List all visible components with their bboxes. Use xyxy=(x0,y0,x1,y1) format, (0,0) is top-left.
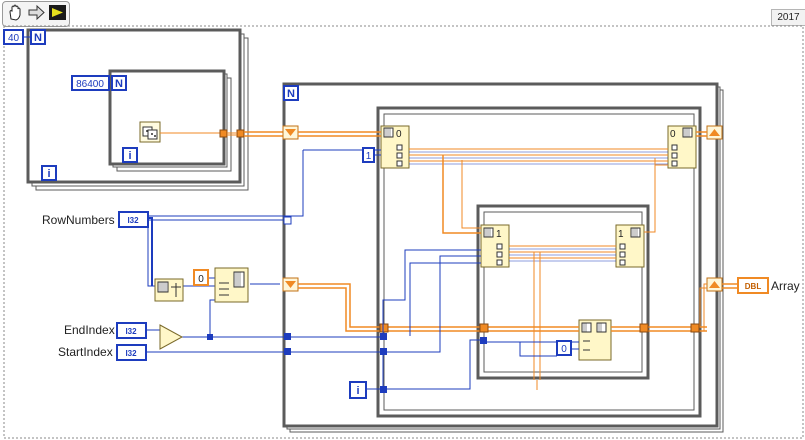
svg-text:I32: I32 xyxy=(127,216,139,225)
svg-text:I32: I32 xyxy=(125,349,137,358)
svg-text:40: 40 xyxy=(8,33,20,44)
svg-text:RowNumbers: RowNumbers xyxy=(42,213,115,227)
initialize-array-node[interactable] xyxy=(154,278,184,302)
shift-register-right-bottom[interactable] xyxy=(706,277,723,292)
wire-junction xyxy=(207,334,213,340)
svg-text:0: 0 xyxy=(396,129,402,140)
outer-loop-count-constant[interactable]: 40 xyxy=(3,29,24,45)
inner-loop-N-terminal: N xyxy=(111,75,127,91)
int-wires xyxy=(146,149,579,390)
int-tunnel xyxy=(380,386,387,393)
int-tunnel xyxy=(283,216,292,225)
int-tunnel xyxy=(380,348,387,355)
const-one[interactable]: 1 xyxy=(362,147,375,163)
inner-loop-i-terminal: i xyxy=(122,147,138,163)
array-build-node[interactable] xyxy=(214,267,249,303)
outer-loop-i-terminal: i xyxy=(41,165,57,181)
inner-loop-count-constant[interactable]: 86400 xyxy=(71,75,110,91)
random-number-icon[interactable] xyxy=(139,121,161,143)
case-tunnel xyxy=(690,323,700,333)
index-array-right-top[interactable]: 0 xyxy=(667,125,697,169)
int-tunnel xyxy=(284,348,291,355)
svg-text:N: N xyxy=(287,88,295,100)
svg-text:i: i xyxy=(128,150,131,162)
case-tunnel xyxy=(479,323,489,333)
index-array-right-inner[interactable]: 1 xyxy=(615,224,645,268)
svg-text:N: N xyxy=(115,78,123,90)
int-tunnel xyxy=(480,337,487,344)
index-array-left-inner[interactable]: 1 xyxy=(480,224,510,268)
svg-text:Array: Array xyxy=(771,279,800,293)
outer-case-structure[interactable] xyxy=(376,106,702,418)
svg-text:0: 0 xyxy=(561,344,567,355)
const-zero-inner[interactable]: 0 xyxy=(556,340,572,356)
endindex-control[interactable]: EndIndex I32 xyxy=(64,322,147,339)
case-tunnel xyxy=(639,323,649,333)
const-zero-left[interactable]: 0 xyxy=(193,269,209,286)
hand-tool-icon[interactable] xyxy=(6,3,25,22)
svg-text:1: 1 xyxy=(366,151,372,162)
index-array-left-top[interactable]: 0 xyxy=(380,125,410,169)
svg-text:N: N xyxy=(34,32,42,44)
shift-register-left-bottom[interactable] xyxy=(282,277,299,292)
svg-text:1: 1 xyxy=(496,229,502,240)
svg-text:86400: 86400 xyxy=(76,79,104,90)
inner-case-structure[interactable] xyxy=(476,204,650,380)
step-arrow-icon[interactable] xyxy=(27,3,46,22)
rownumbers-control[interactable]: RowNumbers I32 xyxy=(42,211,149,228)
svg-text:0: 0 xyxy=(198,274,204,285)
svg-text:I32: I32 xyxy=(125,327,137,336)
svg-text:EndIndex: EndIndex xyxy=(64,323,115,337)
main-loop-N-terminal: N xyxy=(283,85,299,101)
shift-register-left-top[interactable] xyxy=(282,125,299,140)
toolbar: 2017 xyxy=(0,0,805,27)
svg-text:DBL: DBL xyxy=(745,282,762,291)
subtract-node[interactable] xyxy=(159,324,184,350)
svg-text:StartIndex: StartIndex xyxy=(58,345,113,359)
svg-text:i: i xyxy=(47,168,50,180)
diagram-frame xyxy=(3,25,804,439)
outer-loop-N-terminal: N xyxy=(30,29,46,45)
int-tunnel xyxy=(380,333,387,340)
array-subset-node[interactable] xyxy=(578,319,612,361)
int-tunnel xyxy=(284,333,291,340)
svg-text:0: 0 xyxy=(670,129,676,140)
svg-text:i: i xyxy=(356,385,359,397)
case-tunnel xyxy=(379,323,389,333)
array-indicator[interactable]: DBL Array xyxy=(737,277,800,294)
main-loop-i-terminal: i xyxy=(349,381,367,399)
run-highlight-icon[interactable] xyxy=(48,3,67,22)
svg-text:1: 1 xyxy=(618,229,624,240)
shift-register-right-top[interactable] xyxy=(706,125,723,140)
startindex-control[interactable]: StartIndex I32 xyxy=(58,344,147,361)
